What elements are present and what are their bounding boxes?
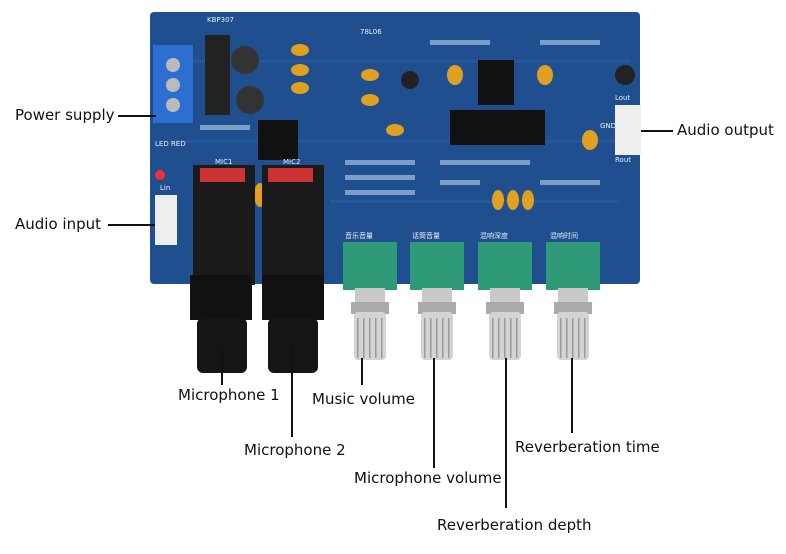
silk-led: LED RED: [155, 140, 186, 148]
silk-mic1: MIC1: [215, 158, 232, 166]
silk-lin: Lin: [160, 184, 170, 192]
silk-lout: Lout: [615, 94, 630, 102]
silk-pot4: 混响时间: [550, 231, 578, 240]
silk-mic2: MIC2: [283, 158, 300, 166]
potentiometer-1: [343, 242, 397, 360]
ic-chip: [258, 120, 298, 160]
label-microphone-1: Microphone 1: [178, 386, 280, 404]
silk-pot3: 混响深度: [480, 231, 508, 240]
label-audio-input: Audio input: [15, 215, 101, 233]
potentiometer-2: [410, 242, 464, 360]
ic-chip: [478, 60, 514, 105]
label-reverberation-depth: Reverberation depth: [437, 516, 592, 534]
leader-line-audio-input: [108, 224, 155, 226]
potentiometer-3: [478, 242, 532, 360]
potentiometer-4: [546, 242, 600, 360]
label-power-supply: Power supply: [15, 106, 115, 124]
silk-bridge: KBP307: [207, 16, 234, 24]
leader-line-reverb-depth: [505, 358, 507, 508]
label-microphone-volume: Microphone volume: [354, 469, 502, 487]
audio-output-connector: [615, 105, 641, 155]
leader-line-reverb-time: [571, 358, 573, 433]
label-microphone-2: Microphone 2: [244, 441, 346, 459]
leader-line-mic2: [291, 345, 293, 437]
silk-pot1: 音乐音量: [345, 231, 373, 240]
label-music-volume: Music volume: [312, 390, 416, 408]
silk-regulator: 78L06: [360, 28, 382, 36]
silk-rout: Rout: [615, 156, 631, 164]
leader-line-mic1: [221, 345, 223, 385]
ic-chip: [450, 110, 545, 145]
microphone-jack-2: [262, 165, 324, 373]
audio-input-connector: [155, 195, 177, 245]
leader-line-audio-output: [641, 130, 673, 132]
label-reverberation-time: Reverberation time: [515, 438, 660, 456]
label-audio-output: Audio output: [677, 121, 774, 139]
leader-line-music-volume: [361, 358, 363, 385]
silk-pot2: 话筒音量: [412, 231, 440, 240]
silk-gnd: GND: [600, 122, 616, 130]
leader-line-mic-volume: [433, 358, 435, 468]
leader-line-power: [118, 115, 156, 117]
microphone-jack-1: [190, 165, 255, 373]
